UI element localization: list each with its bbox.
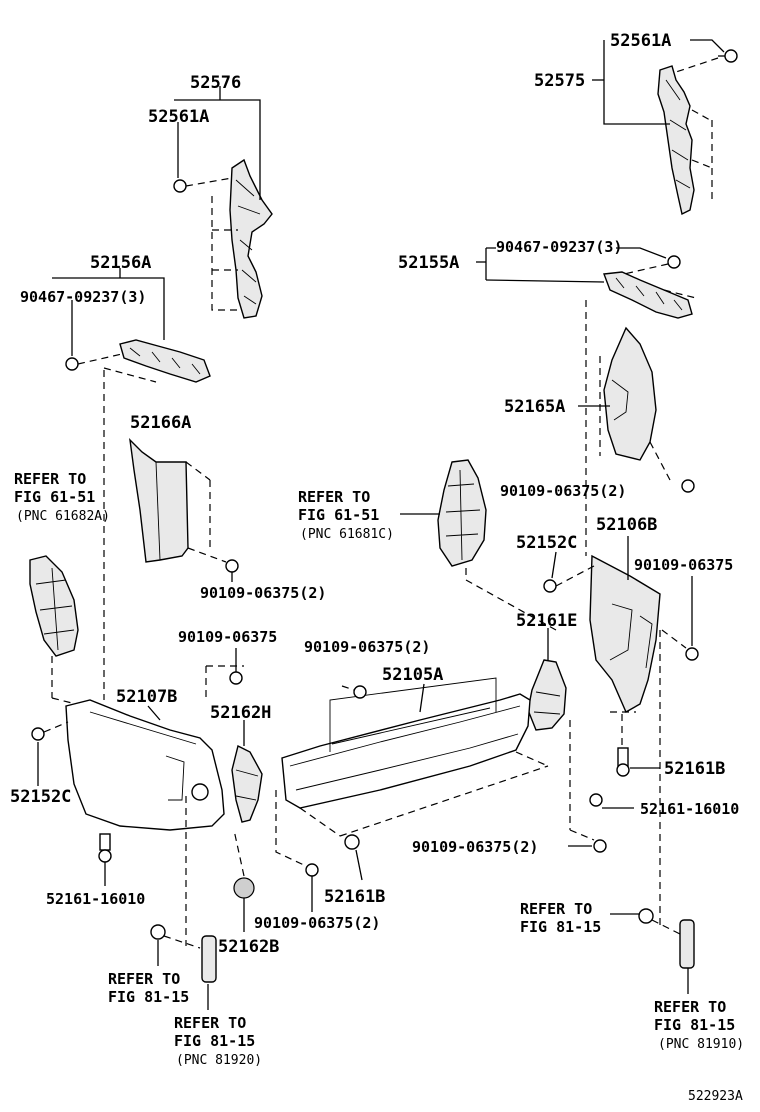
part-reinforcement-bracket-center <box>437 459 487 567</box>
ref-center-upper-line2: FIG 61-51 <box>298 506 379 524</box>
label-52161b-right: 52161B <box>664 759 725 779</box>
bolt-90109-left-icon <box>225 559 239 573</box>
label-90109-bottom-right: 90109-06375(2) <box>412 838 538 856</box>
label-52161-16010-right: 52161-16010 <box>640 800 739 818</box>
label-52152c-left: 52152C <box>10 787 71 807</box>
ref-bottom-left-2-line3: (PNC 81920) <box>176 1053 262 1068</box>
bolt-90109-right-mid-icon <box>685 647 699 661</box>
part-52155a-retainer <box>603 271 693 319</box>
reflector-left-icon <box>201 935 217 983</box>
clip-52152c-left-icon <box>31 727 45 741</box>
ref-bottom-left-2-line1: REFER TO <box>174 1014 246 1032</box>
label-52165a: 52165A <box>504 397 565 417</box>
label-52161-16010-left: 52161-16010 <box>46 890 145 908</box>
ref-center-upper-line1: REFER TO <box>298 488 370 506</box>
part-52165a-mudguard <box>603 326 657 461</box>
bolt-52561a-left-icon <box>173 179 187 193</box>
part-52166a-mudguard <box>129 438 189 563</box>
label-90109-mid-2: 90109-06375(2) <box>304 638 430 656</box>
label-52161b-bottom: 52161B <box>324 887 385 907</box>
label-52575: 52575 <box>534 71 585 91</box>
part-52106b-side-retainer <box>589 554 661 713</box>
clip-52152c-right-icon <box>543 579 557 593</box>
part-52107b-bumper-left <box>65 699 225 831</box>
label-52106b: 52106B <box>596 515 657 535</box>
ref-bottom-right-1-line2: FIG 81-15 <box>520 918 601 936</box>
label-52166a: 52166A <box>130 413 191 433</box>
bulb-right-icon <box>638 908 654 924</box>
label-52152c-right: 52152C <box>516 533 577 553</box>
bolt-90109-right-upper-icon <box>681 479 695 493</box>
ref-center-upper-line3: (PNC 61681C) <box>300 527 394 542</box>
bolt-90109-bottom-right-icon <box>593 839 607 853</box>
bolt-90109-mid-icon <box>229 671 243 685</box>
bolt-90467-right-icon <box>667 255 681 269</box>
label-90467-left: 90467-09237(3) <box>20 288 146 306</box>
part-52162h-bracket <box>231 744 263 823</box>
label-90109-bottom-left: 90109-06375(2) <box>254 914 380 932</box>
label-52162h: 52162H <box>210 703 271 723</box>
ref-bottom-right-1-line1: REFER TO <box>520 900 592 918</box>
part-reinforcement-bracket-left <box>29 555 79 657</box>
label-52156a: 52156A <box>90 253 151 273</box>
part-52161e-bracket <box>527 659 567 731</box>
clip-52161-16010-right-icon <box>589 793 603 807</box>
part-52576-bracket <box>229 158 273 319</box>
label-90109-right-mid: 90109-06375 <box>634 556 733 574</box>
ref-bottom-left-1-line2: FIG 81-15 <box>108 988 189 1006</box>
ref-left-upper-line1: REFER TO <box>14 470 86 488</box>
part-52105a-bumper-center <box>281 677 531 809</box>
label-90467-right: 90467-09237(3) <box>496 238 622 256</box>
label-90109-left: 90109-06375(2) <box>200 584 326 602</box>
ref-bottom-right-2-line1: REFER TO <box>654 998 726 1016</box>
part-52575-bracket <box>657 65 695 216</box>
clip-52161-16010-left-icon <box>98 833 112 863</box>
reflector-right-icon <box>679 919 695 969</box>
bolt-90109-mid2-icon <box>353 685 367 699</box>
bolt-90467-left-icon <box>65 357 79 371</box>
bolt-90109-bottom-left-icon <box>305 863 319 877</box>
label-52561a-top: 52561A <box>610 31 671 51</box>
ref-bottom-left-2-line2: FIG 81-15 <box>174 1032 255 1050</box>
bulb-left-icon <box>150 924 166 940</box>
label-52161e: 52161E <box>516 611 577 631</box>
part-52156a-retainer <box>119 339 211 383</box>
label-90109-right-upper: 90109-06375(2) <box>500 482 626 500</box>
ref-bottom-left-1-line1: REFER TO <box>108 970 180 988</box>
clip-52161b-bottom-icon <box>344 834 360 850</box>
ref-left-upper-line3: (PNC 61682A) <box>16 509 110 524</box>
label-52576: 52576 <box>190 73 241 93</box>
label-52107b: 52107B <box>116 687 177 707</box>
label-52561a-left: 52561A <box>148 107 209 127</box>
clip-52161b-right-icon <box>616 747 630 777</box>
bolt-52561a-top-icon <box>718 49 738 63</box>
part-52162b-cover <box>233 877 255 899</box>
label-52155a: 52155A <box>398 253 459 273</box>
diagram-id: 522923A <box>688 1089 743 1104</box>
ref-bottom-right-2-line3: (PNC 81910) <box>658 1037 744 1052</box>
ref-bottom-right-2-line2: FIG 81-15 <box>654 1016 735 1034</box>
label-90109-mid-1: 90109-06375 <box>178 628 277 646</box>
ref-left-upper-line2: FIG 61-51 <box>14 488 95 506</box>
label-52162b: 52162B <box>218 937 279 957</box>
label-52105a: 52105A <box>382 665 443 685</box>
